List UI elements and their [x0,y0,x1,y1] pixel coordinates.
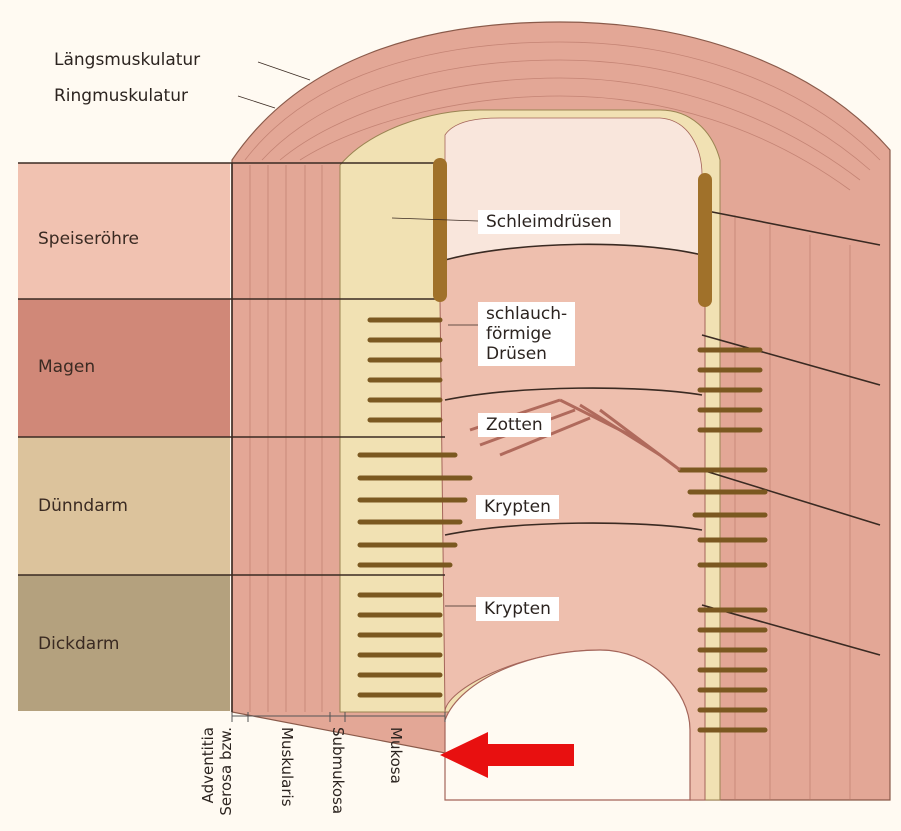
tag-zotten: Zotten [478,413,551,437]
tag-schlauchfoermige-druesen: schlauch- förmige Drüsen [478,302,575,366]
label-mukosa: Mukosa [388,727,404,784]
label-serosa: Serosa bzw. [218,727,234,816]
esophagus-lumen [445,118,702,260]
label-laengsmuskulatur: Längsmuskulatur [54,50,200,70]
tag-line-3: Drüsen [486,344,567,364]
label-adventitia: Adventitia [200,727,216,803]
tag-line-2: förmige [486,324,567,344]
label-ringmuskulatur: Ringmuskulatur [54,86,188,106]
tag-krypten-duenndarm: Krypten [476,495,559,519]
tag-krypten-dickdarm: Krypten [476,597,559,621]
tag-line-1: schlauch- [486,304,567,324]
tag-schleimdruesen: Schleimdrüsen [478,210,620,234]
label-muskularis: Muskularis [279,727,295,807]
label-submukosa: Submukosa [330,727,346,814]
